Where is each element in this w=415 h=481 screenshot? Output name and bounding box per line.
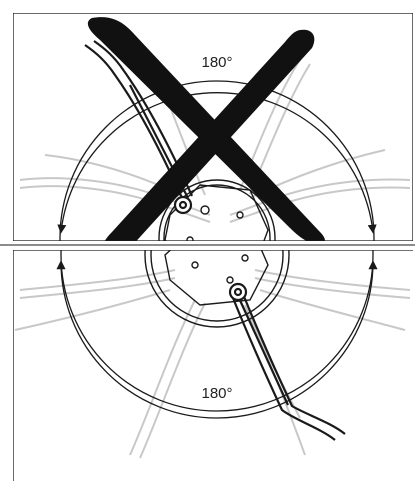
top-hub — [158, 179, 276, 241]
top-rotation-circle — [59, 80, 375, 241]
bottom-angle-label: 180° — [201, 385, 232, 402]
top-angle-label: 180° — [201, 54, 232, 71]
top-panel: 180° — [13, 13, 413, 241]
top-rotation-arrow-arc — [57, 92, 377, 234]
bottom-main-arm — [228, 282, 346, 441]
bottom-panel: 180° — [13, 250, 413, 481]
cross-out-mark-icon — [87, 17, 325, 241]
bottom-rotation-arrow-arc — [56, 260, 378, 419]
bottom-rotation-circle — [60, 250, 374, 412]
bottom-hub — [144, 250, 290, 328]
